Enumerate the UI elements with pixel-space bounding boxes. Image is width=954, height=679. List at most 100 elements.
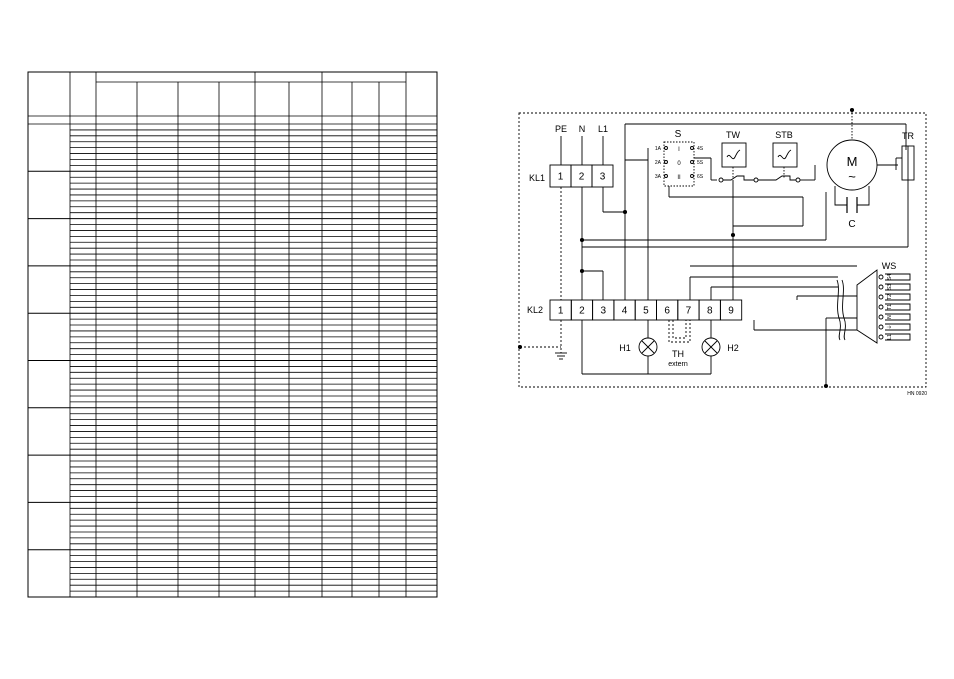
log-table — [27, 71, 438, 598]
junction-dot — [823, 383, 829, 389]
ws-pin — [878, 304, 884, 310]
kl2-terminal-label: 3 — [600, 306, 606, 317]
junction-dot — [849, 107, 855, 113]
table-border — [27, 71, 438, 598]
label-capacitor: C — [848, 219, 855, 230]
contact-dot — [664, 146, 668, 150]
ws-pin-label: T2 — [887, 294, 893, 300]
switch-position-label: II — [677, 175, 681, 181]
external-thermostat-link — [672, 320, 687, 339]
ws-pin-label: ⏚ — [886, 324, 893, 329]
switch-right-label: 5S — [697, 160, 704, 166]
label-kl2: KL2 — [527, 305, 543, 315]
ws-pin-label: T1 — [887, 304, 893, 310]
label-h1: H1 — [619, 343, 631, 353]
stb-contact — [758, 175, 796, 181]
kl2-terminal-label: 1 — [558, 306, 564, 317]
contact-dot — [690, 146, 694, 150]
contact-dot — [690, 160, 694, 164]
contact-dot — [664, 160, 668, 164]
kl2-terminal-label: 7 — [686, 306, 692, 317]
ws-pin-label: L1 — [887, 334, 893, 340]
ws-pin-label: N — [887, 315, 893, 319]
ws-pin-lead — [885, 323, 911, 331]
earth-icon — [555, 352, 567, 360]
label-pe: PE — [555, 124, 567, 134]
label-kl1: KL1 — [529, 173, 545, 183]
label-motor-symbol: ~ — [848, 169, 856, 184]
label-th: TH — [672, 349, 684, 359]
kl2-terminal-label: 4 — [622, 306, 628, 317]
kl1-terminal-label: 3 — [600, 172, 606, 183]
ws-connector-body — [856, 269, 878, 344]
ws-pin — [878, 334, 884, 340]
ws-pin — [878, 314, 884, 320]
switch-position-label: I — [678, 147, 680, 153]
ws-pin-lead — [885, 283, 911, 291]
label-h2: H2 — [727, 343, 739, 353]
label-tr: TR — [902, 131, 914, 141]
switch-left-label: 2A — [655, 160, 662, 166]
wire-capacitor — [834, 186, 847, 206]
label-tw: TW — [726, 130, 740, 140]
ws-pin-label: S4 — [887, 274, 893, 280]
terminal-block-kl1: 1 2 3 — [549, 164, 614, 188]
ws-pin — [878, 284, 884, 290]
ws-pin — [878, 294, 884, 300]
external-thermostat-link — [668, 320, 691, 343]
switch-left-label: 3A — [655, 174, 662, 180]
kl2-terminal-label: 9 — [728, 306, 734, 317]
stb-curve-icon — [777, 149, 792, 160]
switch-right-label: 4S — [697, 146, 704, 152]
contact-dot — [690, 174, 694, 178]
label-switch: S — [675, 129, 682, 140]
table-rows — [28, 129, 437, 592]
kl2-terminal-label: 5 — [643, 306, 649, 317]
wire-capacitor — [857, 186, 870, 206]
ws-pin — [878, 274, 884, 280]
ws-pin-label: S3 — [887, 284, 893, 290]
tw-curve-icon — [726, 149, 741, 160]
label-ws: WS — [882, 261, 897, 271]
safety-limiter-stb — [772, 142, 798, 168]
switch-position-label: 0 — [677, 161, 681, 167]
contact-dot — [718, 177, 724, 183]
switch-right-label: 6S — [697, 174, 704, 180]
ws-pin-lead — [885, 273, 911, 281]
housing-outline — [518, 112, 927, 388]
ws-pin-lead — [885, 303, 911, 311]
ws-pin — [878, 324, 884, 330]
kl2-terminal — [719, 299, 743, 321]
switch-contacts: 1A 2A 3A I 0II 4S 5S 6S — [655, 146, 704, 181]
switch-left-label: 1A — [655, 146, 662, 152]
lamp-h1-icon — [641, 340, 655, 354]
kl1-terminal-label: 2 — [579, 172, 585, 183]
cable-tie — [836, 279, 841, 341]
selector-switch — [663, 141, 695, 187]
cable-tie — [841, 279, 846, 341]
lamp-h2-icon — [704, 340, 718, 354]
ws-pin-lead — [885, 333, 911, 341]
contact-dot — [753, 177, 759, 183]
thermostat-tw — [721, 142, 747, 168]
junction-dot — [517, 344, 523, 350]
label-stb: STB — [775, 130, 793, 140]
kl1-terminal-label: 1 — [558, 172, 564, 183]
label-l1: L1 — [598, 124, 608, 134]
kl2-terminal-label: 6 — [664, 306, 670, 317]
kl1-terminal — [591, 164, 614, 188]
ws-pin-lead — [885, 313, 911, 321]
label-n: N — [579, 124, 586, 134]
contact-dot — [664, 174, 668, 178]
tw-contact — [723, 175, 754, 181]
label-th-sub: extern — [668, 361, 688, 368]
label-motor: M — [847, 154, 858, 169]
ws-pin-lead — [885, 293, 911, 301]
contact-dot — [795, 177, 801, 183]
kl2-terminal-label: 2 — [579, 306, 585, 317]
